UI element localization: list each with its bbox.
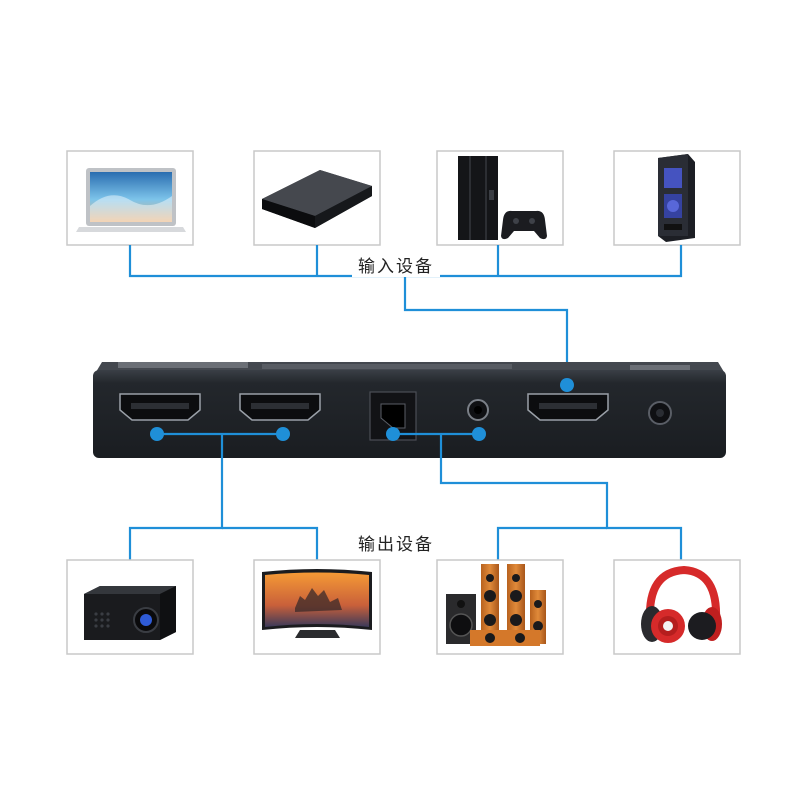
port-dot: [560, 378, 574, 392]
laptop-icon: [76, 168, 186, 232]
hdmi-switch: [93, 362, 726, 458]
output-connector-lines: [128, 432, 683, 560]
headphones-icon: [641, 565, 722, 643]
input-devices-label: 输入设备: [352, 252, 440, 277]
output-devices-label: 输出设备: [352, 530, 440, 555]
port-dot: [386, 427, 400, 441]
audio-jack-port-icon: [467, 399, 489, 421]
port-dot: [276, 427, 290, 441]
optical-audio-port-icon: [369, 391, 417, 441]
hdmi-input-port-icon: [527, 393, 609, 421]
speaker-system-icon: [446, 564, 546, 646]
port-dot: [472, 427, 486, 441]
television-icon: [262, 569, 372, 638]
dc-power-port-icon: [648, 401, 672, 425]
output-device-projector: [66, 559, 194, 655]
hdmi-output-port-icon: [239, 393, 321, 421]
tv-box-icon: [262, 170, 372, 228]
output-device-headphones: [613, 559, 741, 655]
projector-icon: [84, 586, 176, 640]
input-device-game-console: [436, 150, 564, 246]
output-device-speaker-system: [436, 559, 564, 655]
input-device-tv-box: [253, 150, 381, 246]
input-device-desktop-pc: [613, 150, 741, 246]
output-device-television: [253, 559, 381, 655]
connection-dots: [150, 378, 574, 441]
input-device-laptop: [66, 150, 194, 246]
desktop-pc-icon: [658, 154, 695, 242]
port-dot: [150, 427, 164, 441]
game-console-icon: [458, 156, 547, 240]
hdmi-output-port-icon: [119, 393, 201, 421]
